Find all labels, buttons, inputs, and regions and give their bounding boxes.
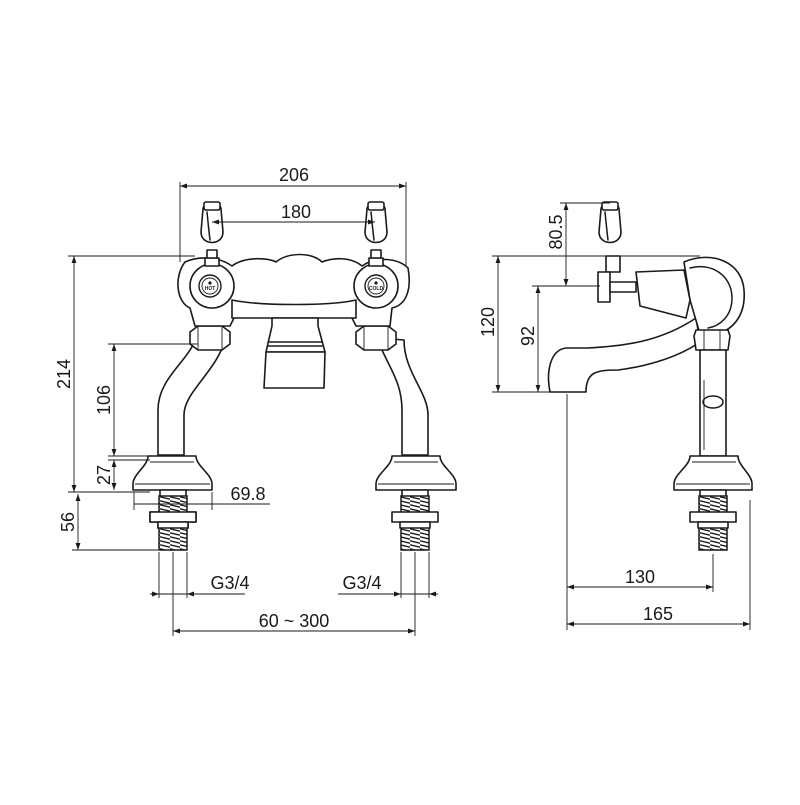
- dim-thread-left: G3/4: [150, 573, 250, 597]
- left-leg: [132, 337, 226, 551]
- spout: [263, 317, 326, 389]
- cold-indice-disc: COLD: [364, 274, 388, 298]
- dim-overall-width-label: 206: [279, 165, 309, 185]
- dim-spout-projection: 130: [566, 394, 714, 630]
- dim-body-height: 120: [478, 255, 700, 393]
- hot-lever-handle: [200, 201, 224, 267]
- hot-indice-disc: HOT: [198, 274, 222, 298]
- right-backnut: [391, 511, 439, 523]
- dim-total-height-label: 214: [54, 359, 74, 389]
- dim-thread-left-label: G3/4: [210, 573, 249, 593]
- dim-spout-height-label: 92: [518, 326, 538, 346]
- side-spout: [547, 317, 701, 393]
- right-shroud: [375, 455, 457, 491]
- dim-leg-height: 106: [94, 343, 198, 457]
- dim-centres-range-label: 60 ~ 300: [259, 611, 330, 631]
- dim-handle-centres-label: 180: [281, 202, 311, 222]
- dim-shroud-height: 27: [94, 459, 150, 490]
- dim-spout-projection-label: 130: [625, 567, 655, 587]
- right-leg: [375, 337, 457, 551]
- dim-handle-height-label: 80.5: [546, 214, 566, 249]
- dim-thread-right: G3/4: [338, 573, 438, 597]
- right-union-nut: [355, 325, 397, 351]
- dim-handle-height: 80.5: [546, 202, 610, 286]
- dim-centres-range: 60 ~ 300: [172, 552, 416, 636]
- dim-overall-width: 206: [179, 165, 407, 266]
- dim-total-height: 214: [54, 255, 195, 493]
- side-lever-handle: [597, 201, 637, 303]
- cold-label: COLD: [369, 286, 384, 292]
- dim-shroud-height-label: 27: [94, 465, 114, 485]
- left-shroud: [132, 455, 213, 491]
- front-view: HOT COLD: [54, 165, 457, 636]
- dim-spout-height: 92: [518, 285, 600, 392]
- dim-handle-centres: 180: [212, 202, 375, 225]
- dim-leg-height-label: 106: [94, 385, 114, 415]
- left-union-nut: [189, 325, 231, 351]
- cold-lever-handle: [364, 201, 388, 267]
- dim-flange-diameter-label: 69.8: [230, 484, 265, 504]
- side-view: 80.5 120 92 130 165: [478, 201, 753, 630]
- hot-label: HOT: [205, 286, 216, 292]
- dim-overall-depth-label: 165: [643, 604, 673, 624]
- dim-thread-right-label: G3/4: [342, 573, 381, 593]
- dim-tail-length-label: 56: [58, 512, 78, 532]
- dim-body-height-label: 120: [478, 307, 498, 337]
- dim-flange-diameter: 69.8: [133, 484, 270, 510]
- dim-overall-depth: 165: [567, 500, 751, 630]
- dim-tail-length: 56: [58, 494, 158, 551]
